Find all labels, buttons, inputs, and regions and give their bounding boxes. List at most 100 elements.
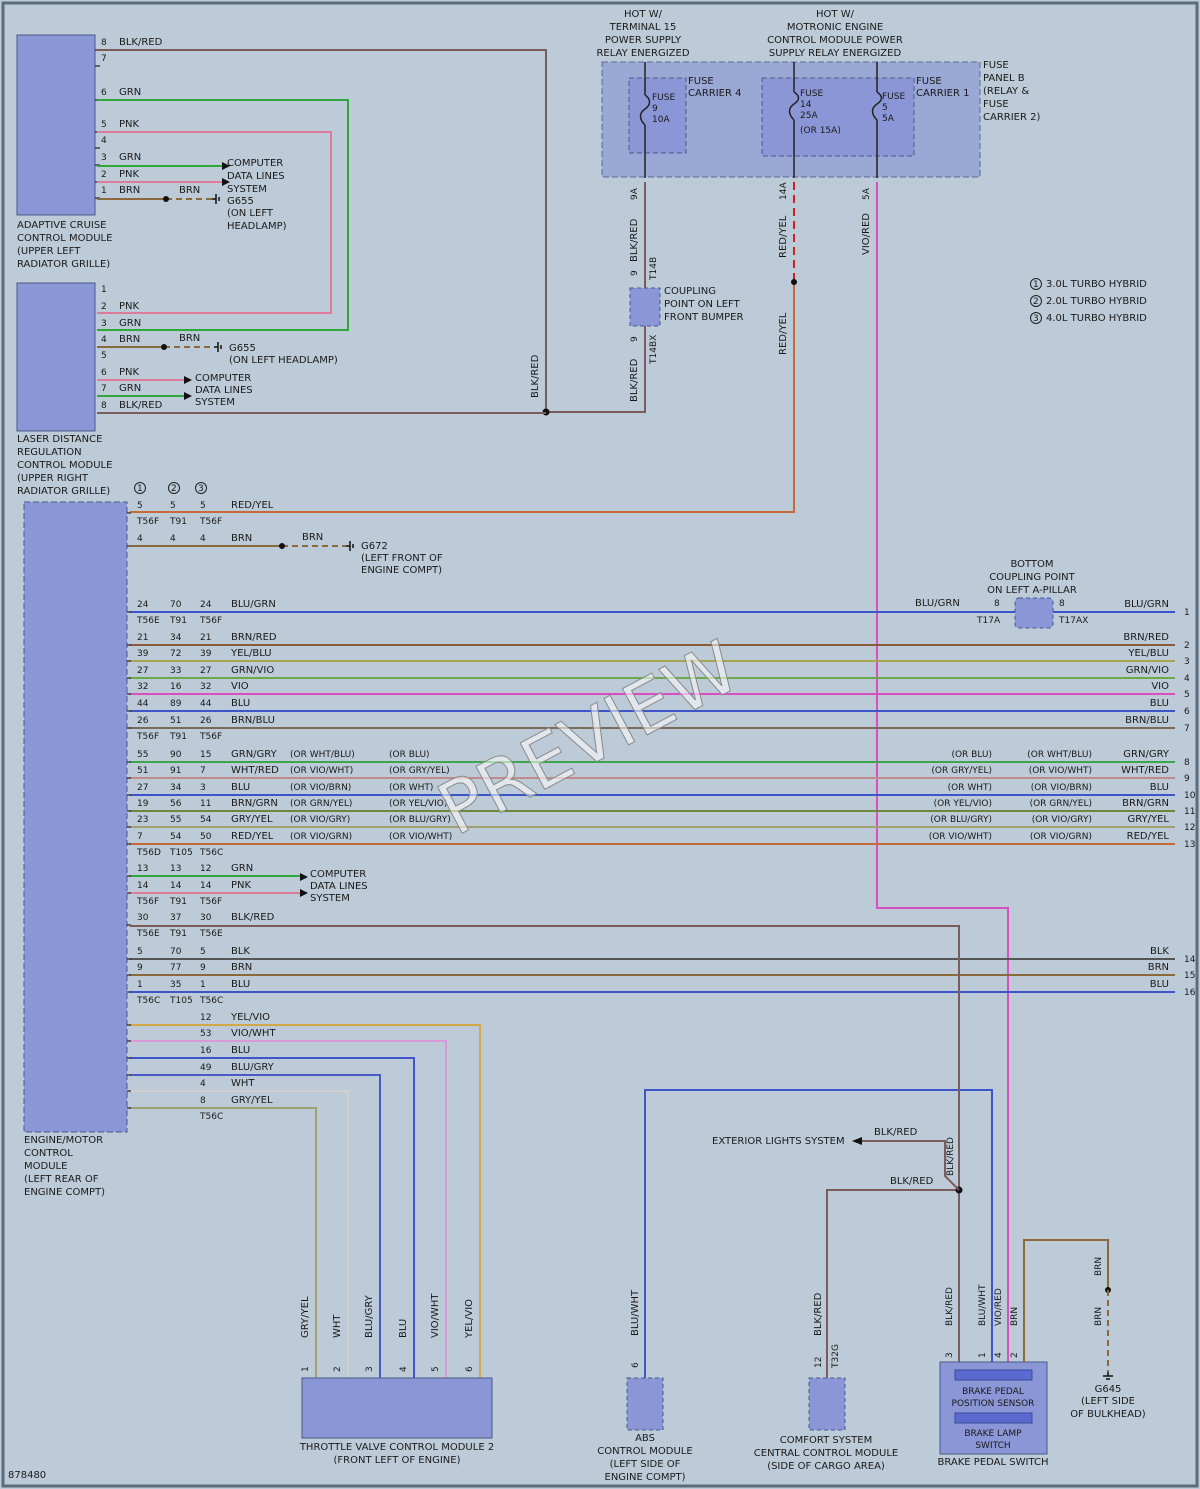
right-wire-label: BRN/BLU [1125, 715, 1169, 726]
svg-text:9: 9 [630, 270, 640, 276]
ecm-pin-number: 53 [200, 1029, 211, 1039]
ecm-pin-number: 49 [200, 1063, 212, 1073]
coupling-front-bumper-label: COUPLING POINT ON LEFT FRONT BUMPER [664, 286, 743, 323]
svg-text:BLK/RED: BLK/RED [890, 1176, 934, 1187]
acc-wire-label: GRN [119, 152, 141, 163]
wire-blk-red-exterior-lights [855, 1140, 960, 1191]
abs-control-module [626, 1377, 664, 1431]
ecm-pin-number: 9 [200, 963, 206, 973]
svg-text:COMPUTER: COMPUTER [310, 869, 366, 880]
svg-text:8: 8 [994, 599, 1000, 609]
ldr-pin-1: 1 [101, 285, 107, 295]
svg-text:CENTRAL CONTROL MODULE: CENTRAL CONTROL MODULE [754, 1448, 898, 1459]
ldr-wire-label: PNK [119, 367, 140, 378]
diagram-id: 878480 [8, 1470, 46, 1481]
ecm-wire-color: BRN [231, 533, 252, 544]
ecm-pin-number: 5 [200, 501, 206, 511]
alt-color: (OR VIO/BRN) [1031, 783, 1092, 793]
svg-text:HOT W/: HOT W/ [624, 9, 663, 20]
ldr-wire-label: BRN [119, 334, 140, 345]
ecm-pin-number: 44 [200, 699, 212, 709]
ecm-pin-number: 39 [200, 649, 212, 659]
svg-text:BRN: BRN [1094, 1257, 1104, 1276]
ground-g655-acc-icon [212, 194, 220, 204]
svg-text:(LEFT SIDE: (LEFT SIDE [1081, 1396, 1135, 1407]
acc-module-label: ADAPTIVE CRUISE CONTROL MODULE (UPPER LE… [17, 220, 112, 270]
svg-text:BRN: BRN [179, 333, 200, 344]
ecm-wire-color: BLK/RED [231, 912, 275, 923]
ecm-connector-id: T56F [199, 897, 222, 907]
ecm-pin-number: 70 [170, 600, 182, 610]
ecm-pin-number: 4 [200, 1079, 206, 1089]
right-ref-number: 2 [1184, 641, 1190, 651]
svg-text:2.0L TURBO HYBRID: 2.0L TURBO HYBRID [1046, 296, 1147, 307]
ecm-connector-id: T56F [136, 897, 159, 907]
wire-ecm-throttle [130, 1040, 447, 1378]
acc-pin-2: 2 [101, 170, 107, 180]
svg-text:MOTRONIC ENGINE: MOTRONIC ENGINE [787, 22, 883, 33]
ecm-connector-id: T56C [199, 1112, 223, 1122]
ecm-connector-id: T56F [136, 732, 159, 742]
ecm-pin-number: 14 [170, 881, 182, 891]
ecm-connector-id: T105 [169, 996, 193, 1006]
svg-text:FUSE: FUSE [983, 99, 1009, 110]
svg-text:14A: 14A [779, 182, 789, 200]
ecm-pin-number: 90 [170, 750, 182, 760]
svg-text:COMPUTER: COMPUTER [195, 373, 251, 384]
ecm-connector-id: T56C [199, 848, 223, 858]
alt-color: (OR WHT) [948, 783, 992, 793]
acc-pin-4: 4 [101, 136, 107, 146]
ecm-pin-number: 24 [200, 600, 212, 610]
svg-text:3.0L TURBO HYBRID: 3.0L TURBO HYBRID [1046, 279, 1147, 290]
ecm-pin-number: 16 [200, 1046, 212, 1056]
throttle-pin-3: 3 [365, 1366, 375, 1372]
alt-color: (OR WHT) [389, 783, 433, 793]
svg-text:OF BULKHEAD): OF BULKHEAD) [1070, 1409, 1145, 1420]
svg-text:T14B: T14B [649, 257, 659, 281]
svg-text:14: 14 [800, 100, 812, 110]
svg-text:CONTROL: CONTROL [24, 1148, 73, 1159]
svg-text:(OR 15A): (OR 15A) [800, 126, 841, 136]
ecm-pin-number: 50 [200, 832, 212, 842]
ecm-connector-id: T105 [169, 848, 193, 858]
throttle-module-label: THROTTLE VALVE CONTROL MODULE 2 [299, 1442, 494, 1453]
wire-red-yel-ecm [130, 282, 795, 513]
ecm-pin-number: 27 [200, 666, 211, 676]
right-wire-label: GRN/VIO [1126, 665, 1169, 676]
ecm-connector-id: T91 [169, 517, 187, 527]
ecm-pin-number: 37 [170, 913, 181, 923]
ecm-pin-number: 1 [137, 980, 143, 990]
ecm-pin-number: 21 [137, 633, 148, 643]
ecm-wire-color: BRN/RED [231, 632, 277, 643]
svg-text:(LEFT FRONT OF: (LEFT FRONT OF [361, 553, 443, 564]
ldr-pin-7: 7 [101, 384, 107, 394]
right-edge-wire-labels: BLU/GRN1BRN/RED2YEL/BLU3GRN/VIO4VIO5BLU6… [1121, 599, 1196, 998]
right-wire-label: BLU [1150, 782, 1169, 793]
wire-ecm-throttle [130, 1090, 349, 1378]
fuse-14-symbol [788, 91, 800, 121]
wire-acc-pnk-to-ldr [97, 131, 332, 314]
ecm-connector-id: T56C [199, 996, 223, 1006]
svg-text:MODULE: MODULE [24, 1161, 67, 1172]
fuse-9-label: FUSE 9 10A [652, 93, 675, 125]
ecm-wire-color: WHT [231, 1078, 255, 1089]
ecm-connector-id: T56F [199, 732, 222, 742]
ecm-wire-color: BLU [231, 698, 250, 709]
ecm-connector-id: T56E [199, 929, 223, 939]
svg-text:G655: G655 [227, 196, 254, 207]
alt-color: (OR VIO/WHT) [389, 832, 452, 842]
ecm-pin-number: 51 [170, 716, 181, 726]
ecm-pin-number: 34 [170, 633, 182, 643]
fuse-panel-b-label: FUSE PANEL B (RELAY & FUSE CARRIER 2) [983, 60, 1040, 123]
right-ref-number: 15 [1184, 971, 1195, 981]
throttle-pin-2: 2 [333, 1366, 343, 1372]
ecm-pin-number: 9 [137, 963, 143, 973]
wire-ecm-throttle [130, 1107, 317, 1378]
ecm-pin-number: 4 [137, 534, 143, 544]
svg-text:RELAY ENERGIZED: RELAY ENERGIZED [596, 48, 689, 59]
svg-text:2: 2 [171, 484, 177, 494]
svg-text:BLK/RED: BLK/RED [629, 218, 640, 262]
ecm-connector-id: T56C [136, 996, 160, 1006]
